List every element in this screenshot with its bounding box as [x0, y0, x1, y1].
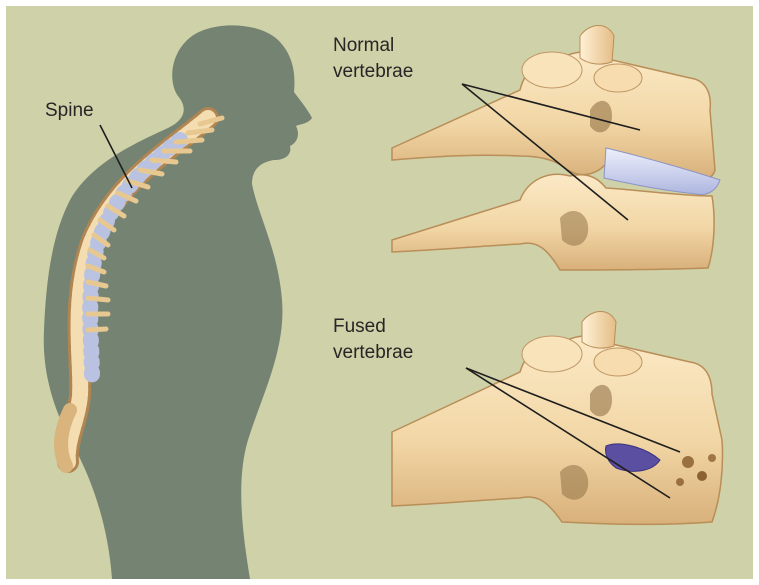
fused-vertebrae-label-line1: Fused — [333, 316, 386, 337]
spine-label: Spine — [45, 100, 94, 121]
normal-vertebrae-label-line2: vertebrae — [333, 61, 413, 82]
fused-vertebrae-label-line2: vertebrae — [333, 342, 413, 363]
normal-vertebrae-label-line1: Normal — [333, 35, 394, 56]
